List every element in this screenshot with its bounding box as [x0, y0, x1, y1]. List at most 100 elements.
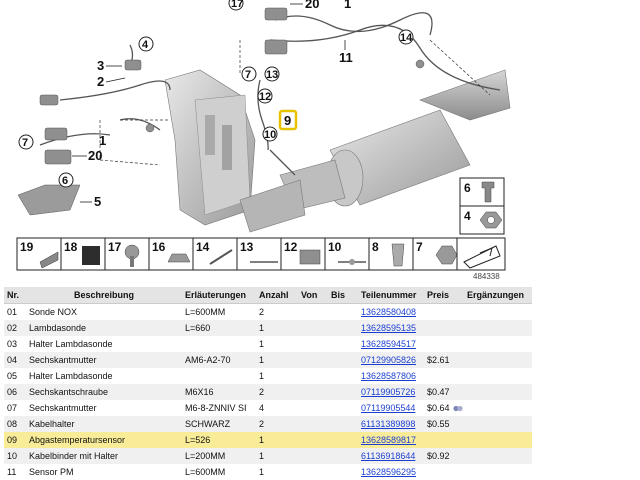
- part-number-link[interactable]: 13628594517: [361, 339, 417, 349]
- cell-price: $0.47: [424, 384, 464, 400]
- cell-part-number: 07119905726: [358, 384, 424, 400]
- hardware-thumbs: 6 4: [459, 177, 505, 235]
- cell-notes: L=600MM: [182, 464, 256, 480]
- cell-to: [328, 448, 358, 464]
- cell-part-number: 07119905544: [358, 400, 424, 416]
- cell-price: $0.92: [424, 448, 464, 464]
- cell-quantity: 1: [256, 368, 298, 384]
- cell-quantity: 1: [256, 320, 298, 336]
- cell-nr: 07: [4, 400, 26, 416]
- part-number-link[interactable]: 13628580408: [361, 307, 417, 317]
- cell-description: Halter Lambdasonde: [26, 368, 182, 384]
- part-number-link[interactable]: 07129905826: [361, 355, 417, 365]
- cell-part-number: 13628595135: [358, 320, 424, 336]
- thumb-label: 4: [464, 209, 471, 223]
- cell-part-number: 61131389898: [358, 416, 424, 432]
- col-header-supplements: Ergänzungen: [464, 287, 532, 304]
- cell-from: [298, 303, 328, 320]
- cell-price: $2.61: [424, 352, 464, 368]
- diagram-number: 484338: [473, 272, 500, 281]
- callout-label: 10: [264, 129, 276, 141]
- col-header-part-number: Teilenummer: [358, 287, 424, 304]
- callout-label: 17: [231, 0, 243, 10]
- cell-from: [298, 464, 328, 480]
- cell-notes: AM6-A2-70: [182, 352, 256, 368]
- col-header-notes: Erläuterungen: [182, 287, 256, 304]
- cell-nr: 02: [4, 320, 26, 336]
- cell-supplements: [464, 464, 532, 480]
- cell-to: [328, 368, 358, 384]
- cell-notes: L=526: [182, 432, 256, 448]
- cell-nr: 04: [4, 352, 26, 368]
- cell-to: [328, 432, 358, 448]
- cell-part-number: 13628594517: [358, 336, 424, 352]
- thumb-label: 13: [240, 240, 254, 254]
- cell-description: Kabelbinder mit Halter: [26, 448, 182, 464]
- cell-quantity: 2: [256, 303, 298, 320]
- cell-description: Sensor PM: [26, 464, 182, 480]
- cell-price: $0.64: [424, 400, 464, 416]
- parts-table: Nr. Beschreibung Erläuterungen Anzahl Vo…: [4, 287, 532, 480]
- cell-to: [328, 303, 358, 320]
- cell-quantity: 2: [256, 384, 298, 400]
- cell-to: [328, 400, 358, 416]
- cell-notes: [182, 368, 256, 384]
- cell-quantity: 1: [256, 464, 298, 480]
- callout-label: 2: [97, 74, 104, 89]
- part-number-link[interactable]: 61131389898: [361, 419, 416, 429]
- cell-nr: 08: [4, 416, 26, 432]
- callout-label: 11: [339, 50, 353, 65]
- cell-from: [298, 320, 328, 336]
- callout-circle: [228, 0, 244, 11]
- callout-label: 1: [344, 0, 351, 11]
- cell-price: $0.55: [424, 416, 464, 432]
- callout-label: 1: [99, 133, 106, 148]
- cell-from: [298, 368, 328, 384]
- part-number-link[interactable]: 07119905726: [361, 387, 416, 397]
- cell-description: Kabelhalter: [26, 416, 182, 432]
- gear-icon[interactable]: [452, 405, 463, 412]
- particulate-filter: [164, 69, 306, 233]
- part-number-link[interactable]: 13628587806: [361, 371, 417, 381]
- cell-description: Lambdasonde: [26, 320, 182, 336]
- cell-part-number: 13628580408: [358, 303, 424, 320]
- cell-quantity: 1: [256, 432, 298, 448]
- cell-supplements: [464, 448, 532, 464]
- cell-supplements: [464, 384, 532, 400]
- cell-price: [424, 320, 464, 336]
- thumb-label: 6: [464, 181, 471, 195]
- callout-label: 3: [97, 58, 104, 73]
- col-header-quantity: Anzahl: [256, 287, 298, 304]
- cell-description: Halter Lambdasonde: [26, 336, 182, 352]
- part-number-link[interactable]: 13628596295: [361, 467, 417, 477]
- thumb-label: 8: [372, 240, 379, 254]
- callout-label: 4: [142, 39, 149, 51]
- cell-price: [424, 464, 464, 480]
- cell-price: [424, 368, 464, 384]
- cell-description: Sechskantmutter: [26, 400, 182, 416]
- part-number-link[interactable]: 07119905544: [361, 403, 416, 413]
- thumb-label: 14: [196, 240, 210, 254]
- part-number-link[interactable]: 13628589817: [361, 435, 417, 445]
- col-header-to: Bis: [328, 287, 358, 304]
- thumb-label: 17: [108, 240, 122, 254]
- part-number-link[interactable]: 13628595135: [361, 323, 417, 333]
- col-header-from: Von: [298, 287, 328, 304]
- callout-label: 20: [305, 0, 319, 11]
- cell-notes: L=600MM: [182, 303, 256, 320]
- col-header-description: Beschreibung: [26, 287, 182, 304]
- cell-nr: 09: [4, 432, 26, 448]
- part-number-link[interactable]: 61136918644: [361, 451, 416, 461]
